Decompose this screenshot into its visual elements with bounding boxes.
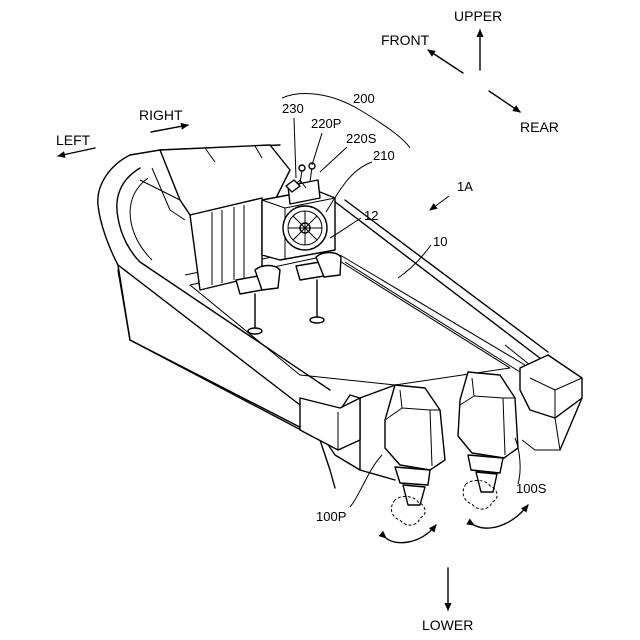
ref-220p: 220P: [311, 116, 341, 131]
steering-wheel: [283, 206, 327, 250]
upper-label: UPPER: [454, 8, 502, 24]
ref-210: 210: [373, 148, 395, 163]
ref-200: 200: [353, 91, 375, 106]
throttle-levers: [286, 163, 320, 204]
left-arrow: [58, 148, 95, 156]
rear-arrow: [489, 91, 520, 112]
starboard-seat: [296, 253, 341, 324]
port-outboard-motor: [385, 385, 445, 525]
right-arrow: [151, 125, 188, 132]
port-rotation-arrow: [386, 525, 436, 543]
ref-10: 10: [433, 234, 447, 249]
front-label: FRONT: [381, 32, 430, 48]
left-label: LEFT: [56, 132, 91, 148]
right-label: RIGHT: [139, 107, 183, 123]
ref-100p: 100P: [316, 509, 346, 524]
direction-indicator: UPPER FRONT REAR LEFT RIGHT LOWER: [56, 8, 559, 633]
starboard-rotation-arrow: [474, 505, 528, 528]
ref-230: 230: [282, 101, 304, 116]
front-arrow: [428, 50, 463, 73]
ref-12: 12: [364, 208, 378, 223]
ref-1a: 1A: [457, 179, 473, 194]
ref-220s: 220S: [346, 131, 377, 146]
ref-100s: 100S: [516, 481, 547, 496]
rear-label: REAR: [520, 119, 559, 135]
lower-label: LOWER: [422, 617, 473, 633]
starboard-outboard-motor: [458, 372, 518, 509]
